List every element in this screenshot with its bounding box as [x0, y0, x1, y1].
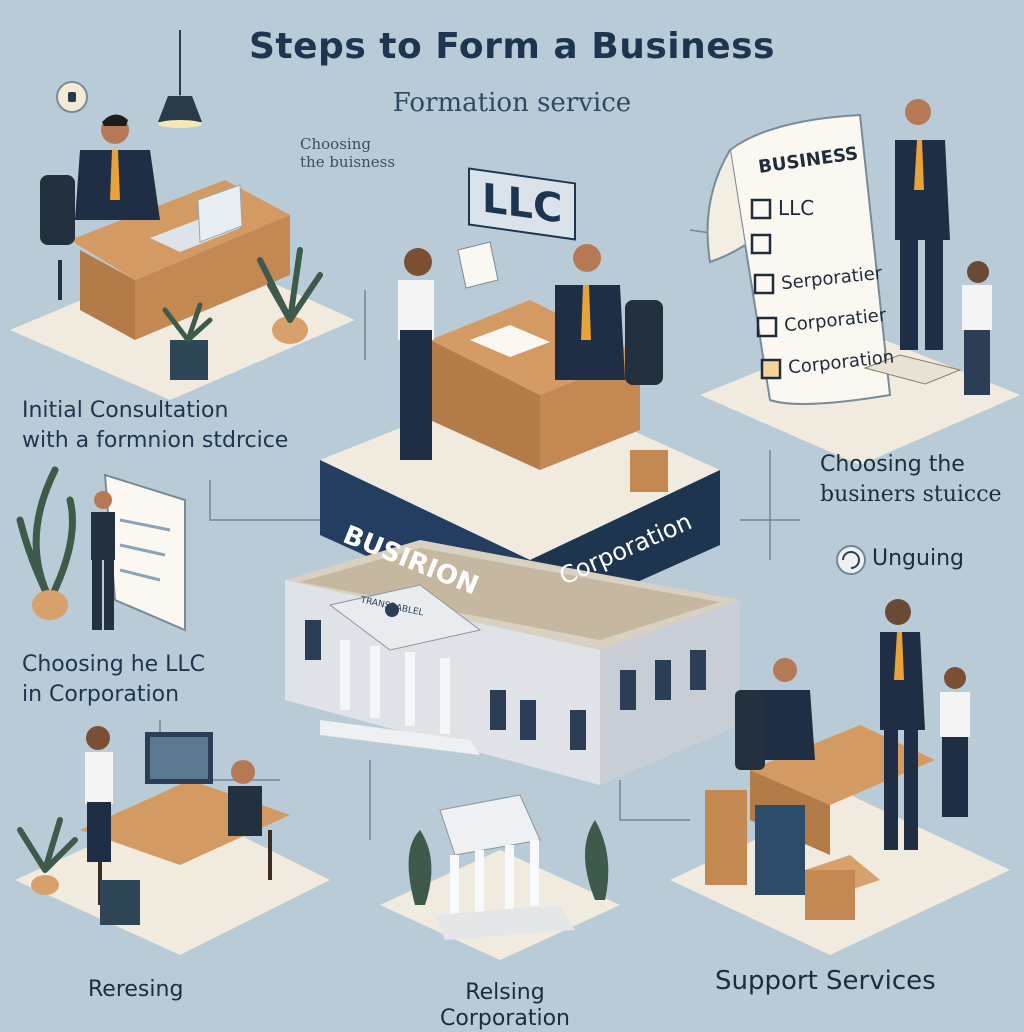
- scene-support-services: [670, 599, 1010, 955]
- scene-workstation: [15, 726, 330, 955]
- label-choosing-business-line2: the buisness: [300, 153, 396, 171]
- scene-bank-building: [285, 540, 740, 785]
- label-initial-consultation: Initial Consultation with a formnion std…: [22, 396, 288, 456]
- checklist-item-1: LLC: [778, 196, 815, 220]
- label-choosing-structure: Choosing the businers stuicce: [820, 450, 1002, 510]
- label-bottom-center-line2: Corporation: [440, 1006, 570, 1031]
- scene-initial-consultation: [10, 114, 355, 400]
- lock-icon: [56, 81, 88, 113]
- ceiling-lamp: [158, 30, 202, 128]
- label-choosing-structure-line1: Choosing the: [820, 452, 965, 477]
- label-bottom-left: Reresing: [88, 977, 184, 1002]
- label-choosing-business: Choosing the buisness: [300, 135, 395, 171]
- page-subtitle: Formation service: [392, 88, 632, 118]
- label-initial-consultation-line2: with a formnion stdrcice: [22, 428, 289, 453]
- ongoing-icon: [836, 545, 866, 575]
- scene-small-temple: [380, 794, 620, 960]
- label-choosing-business-line1: Choosing: [300, 135, 371, 153]
- label-ongoing: Unguing: [872, 546, 964, 571]
- label-bottom-center-line1: Relsing: [465, 980, 545, 1005]
- label-initial-consultation-line1: Initial Consultation: [22, 398, 229, 423]
- label-choosing-llc-line1: Choosing he LLC: [22, 652, 206, 677]
- label-choosing-structure-line2: businers stuicce: [820, 482, 1002, 507]
- page-title: Steps to Form a Business: [249, 26, 775, 67]
- label-support-services: Support Services: [715, 966, 936, 996]
- scene-presentation-board: [16, 466, 186, 632]
- scene-checklist: [700, 99, 1020, 465]
- label-bottom-center: Relsing Corporation: [430, 980, 580, 1032]
- label-choosing-llc-line2: in Corporation: [22, 682, 180, 707]
- label-choosing-llc: Choosing he LLC in Corporation: [22, 650, 205, 710]
